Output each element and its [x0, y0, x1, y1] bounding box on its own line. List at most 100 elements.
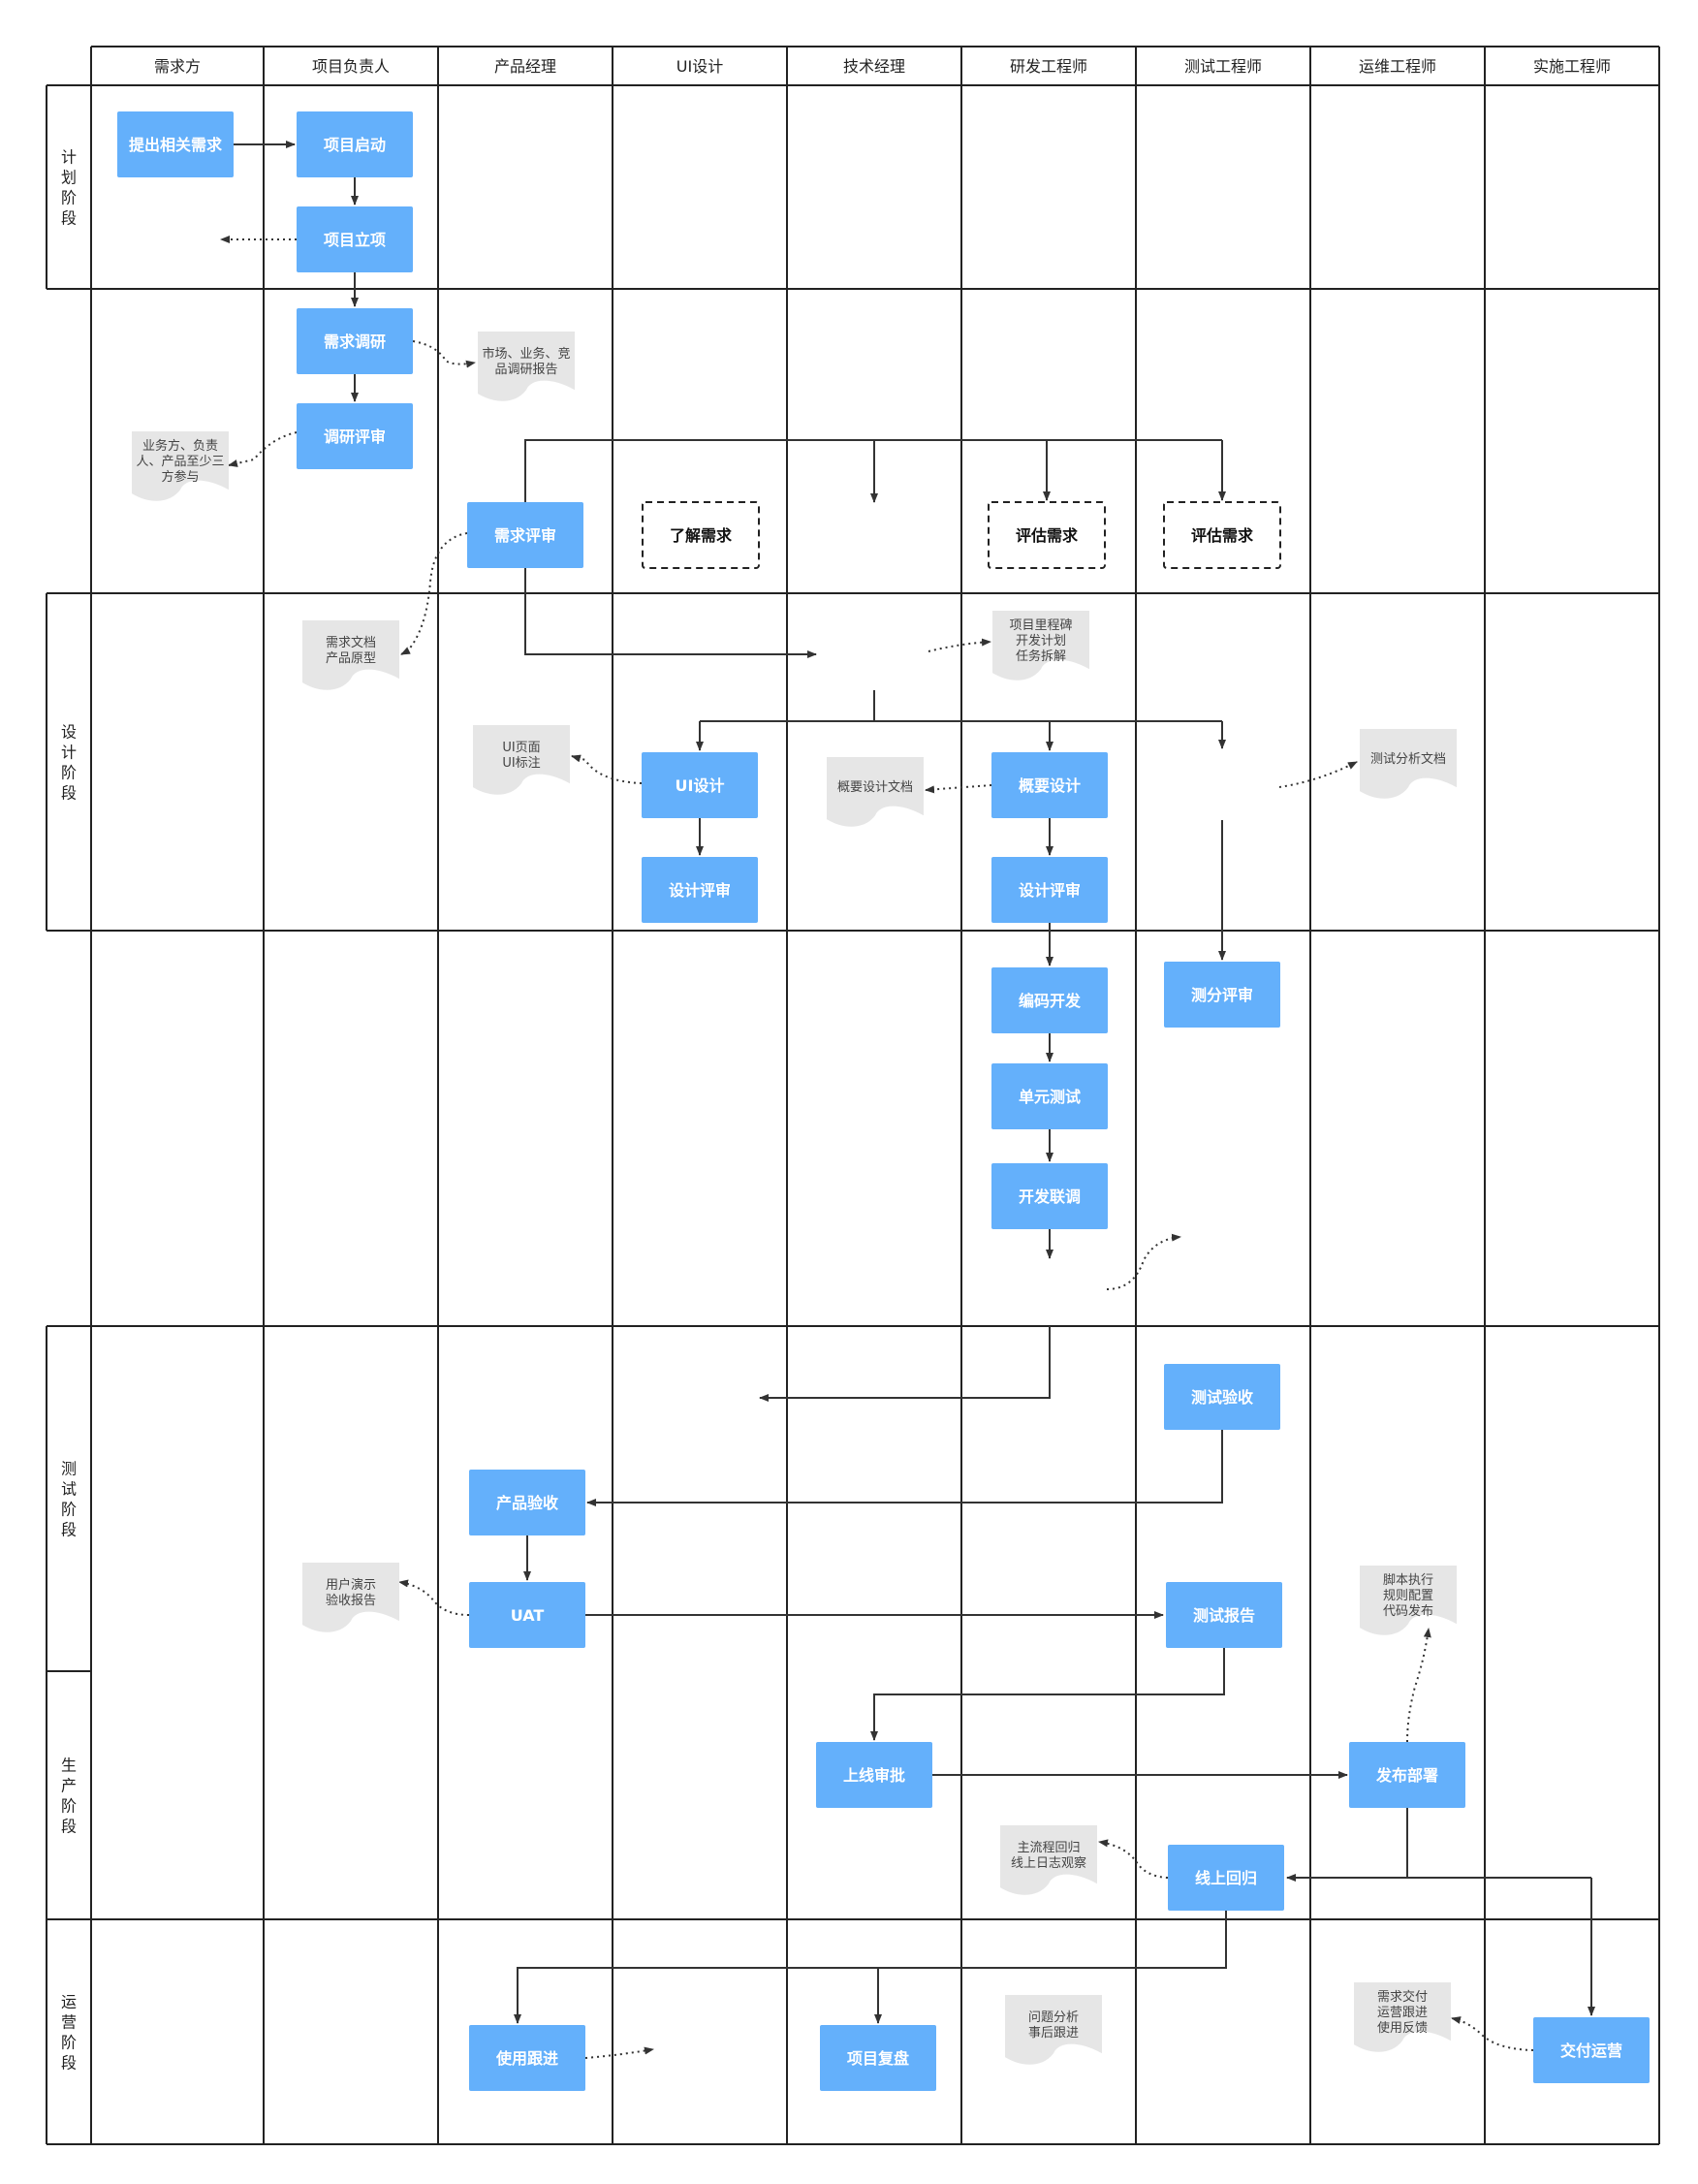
reference-arrow — [1406, 1628, 1431, 1743]
lane-header: 技术经理 — [843, 57, 905, 76]
lane-header: 产品经理 — [494, 57, 556, 76]
dashed-task-node: 了解需求 — [642, 501, 760, 569]
document-shape: 概要设计文档 — [827, 757, 924, 827]
flow-line — [873, 690, 1222, 722]
document-shape: 问题分析事后跟进 — [1005, 1995, 1102, 2065]
flow-arrow — [586, 1430, 1223, 1506]
process-node: 交付运营 — [1533, 2017, 1650, 2083]
document-shape: 项目里程碑开发计划任务拆解 — [992, 611, 1089, 681]
node-label: 设计评审 — [1019, 881, 1081, 900]
node-label: 产品验收 — [496, 1494, 558, 1512]
process-node: 编码开发 — [991, 967, 1108, 1033]
document-shape: 主流程回归线上日志观察 — [1000, 1825, 1097, 1895]
reference-arrow — [412, 340, 476, 368]
process-node: 测试验收 — [1164, 1364, 1280, 1430]
process-node: 测分评审 — [1164, 962, 1280, 1028]
reference-arrow — [584, 2046, 654, 2059]
node-label: 评估需求 — [1191, 526, 1254, 545]
document-text: 需求交付运营跟进使用反馈 — [1377, 1989, 1428, 2036]
node-label: 调研评审 — [324, 427, 386, 446]
process-node: 提出相关需求 — [117, 111, 234, 177]
lane-header: 实施工程师 — [1533, 57, 1611, 76]
document-text: 测试分析文档 — [1370, 752, 1446, 767]
node-label: 项目启动 — [324, 136, 386, 154]
process-node: 单元测试 — [991, 1063, 1108, 1129]
process-node: 设计评审 — [642, 857, 758, 923]
reference-arrow — [571, 754, 643, 784]
node-label: 编码开发 — [1019, 992, 1082, 1010]
phase-label: 测试阶段 — [61, 1460, 77, 1539]
process-node: 开发联调 — [991, 1163, 1108, 1229]
process-node: 发布部署 — [1349, 1742, 1465, 1808]
node-label: UAT — [511, 1606, 545, 1625]
process-node: 项目复盘 — [820, 2025, 936, 2091]
process-node: 需求评审 — [467, 502, 583, 568]
process-node: 需求调研 — [297, 308, 413, 374]
document-shape: 需求交付运营跟进使用反馈 — [1354, 1982, 1451, 2052]
document-text: 需求文档产品原型 — [326, 636, 376, 666]
document-text: 问题分析事后跟进 — [1028, 2010, 1079, 2041]
node-label: 测分评审 — [1191, 986, 1253, 1004]
node-label: 线上回归 — [1195, 1869, 1257, 1887]
process-node: UI设计 — [642, 752, 758, 818]
process-node: 项目启动 — [297, 111, 413, 177]
phase-label: 运营阶段 — [61, 1993, 77, 2073]
node-label: 项目立项 — [324, 231, 386, 249]
lane-header: 运维工程师 — [1359, 57, 1436, 76]
document-shape: 需求文档产品原型 — [302, 620, 399, 690]
document-shape: 业务方、负责人、产品至少三方参与 — [132, 431, 229, 501]
node-label: 项目复盘 — [847, 2049, 909, 2068]
node-label: 交付运营 — [1560, 2042, 1622, 2060]
reference-arrow — [1098, 1839, 1169, 1879]
document-shape: 脚本执行规则配置代码发布 — [1360, 1566, 1457, 1635]
node-label: 需求评审 — [494, 526, 556, 545]
lane-header: 测试工程师 — [1184, 57, 1262, 76]
process-node: 使用跟进 — [469, 2025, 585, 2091]
process-node: 调研评审 — [297, 403, 413, 469]
flow-arrow — [870, 1648, 1225, 1741]
dashed-task-node: 评估需求 — [988, 501, 1106, 569]
process-node: UAT — [469, 1582, 585, 1648]
node-label: 了解需求 — [670, 526, 733, 545]
connectors — [220, 141, 1595, 2059]
reference-arrow — [398, 1579, 470, 1616]
lane-header: 项目负责人 — [312, 57, 390, 76]
flow-arrow — [759, 1326, 1051, 1402]
node-label: 开发联调 — [1019, 1187, 1081, 1206]
lane-header: 需求方 — [154, 57, 201, 76]
reference-arrow — [925, 784, 992, 794]
flow-line — [524, 439, 1222, 502]
reference-arrow — [1278, 761, 1358, 788]
document-shape: 用户演示验收报告 — [302, 1563, 399, 1632]
process-node: 项目立项 — [297, 206, 413, 272]
document-text: 脚本执行规则配置代码发布 — [1383, 1572, 1433, 1619]
node-label: 提出相关需求 — [129, 136, 223, 154]
document-text: 市场、业务、竞品调研报告 — [482, 346, 570, 377]
process-node: 设计评审 — [991, 857, 1108, 923]
document-text: 用户演示验收报告 — [326, 1577, 376, 1608]
document-text: 主流程回归线上日志观察 — [1011, 1841, 1086, 1871]
reference-arrow — [1106, 1233, 1181, 1290]
flow-arrow — [524, 568, 817, 658]
node-label: 使用跟进 — [495, 2049, 558, 2068]
node-label: 评估需求 — [1016, 526, 1079, 545]
lane-grid — [46, 46, 1660, 2145]
process-node: 上线审批 — [816, 1742, 932, 1808]
phase-label: 生产阶段 — [61, 1757, 77, 1836]
phase-label: 计划阶段 — [61, 148, 77, 228]
node-label: 需求调研 — [324, 332, 386, 351]
node-label: 测试报告 — [1193, 1606, 1255, 1625]
dashed-task-node: 评估需求 — [1163, 501, 1281, 569]
node-label: UI设计 — [676, 776, 725, 795]
document-text: 业务方、负责人、产品至少三方参与 — [136, 438, 224, 485]
document-text: 项目里程碑开发计划任务拆解 — [1009, 617, 1072, 664]
lane-header: UI设计 — [676, 57, 723, 76]
document-shape: 测试分析文档 — [1360, 729, 1457, 799]
process-node: 产品验收 — [469, 1470, 585, 1535]
node-label: 上线审批 — [843, 1766, 905, 1785]
document-shape: 市场、业务、竞品调研报告 — [478, 332, 575, 401]
